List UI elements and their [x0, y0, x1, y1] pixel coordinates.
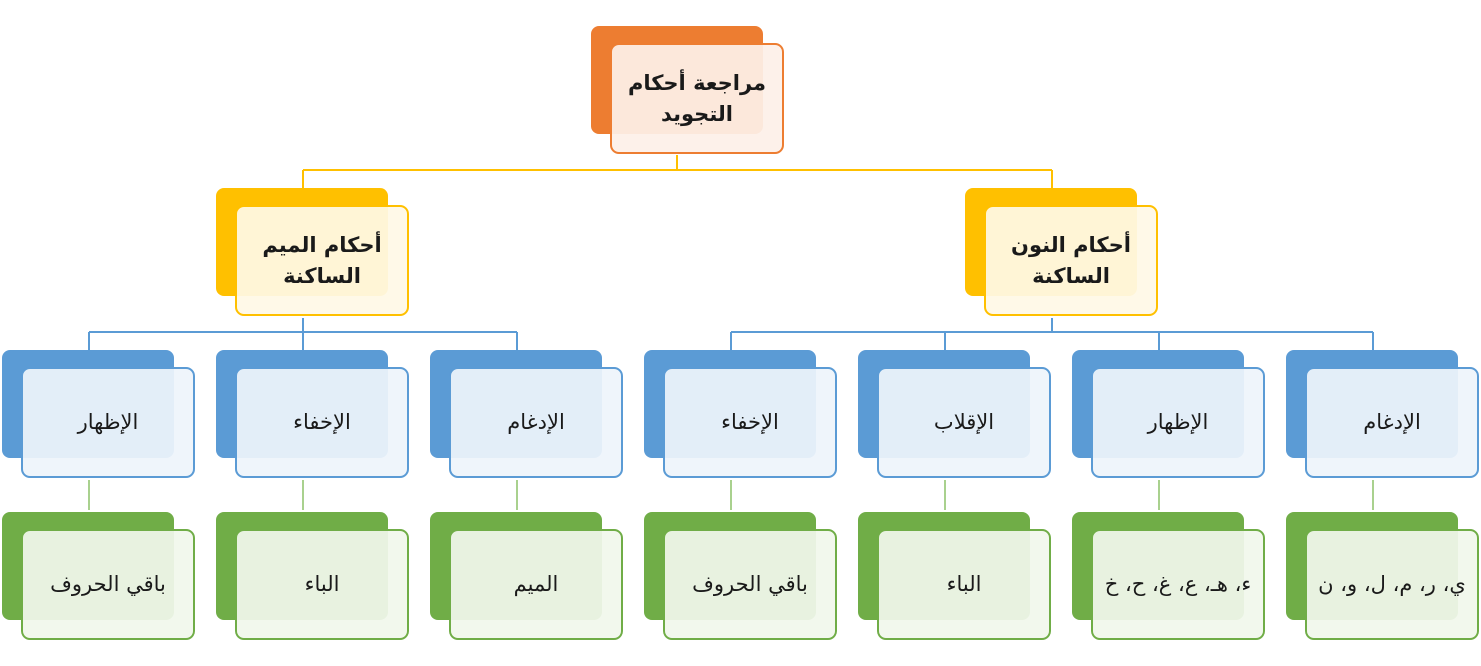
rule-label: الإظهار [77, 410, 139, 434]
connector-noon [730, 318, 1374, 350]
letters-label: ء، هـ، ع، غ، ح، خ [1104, 572, 1252, 596]
letters-node-meem-idgham: الميم [430, 512, 624, 642]
connector-letters [88, 480, 1374, 510]
letters-node-noon-iqlab: الباء [858, 512, 1052, 642]
rule-label: الإدغام [507, 410, 565, 434]
rule-node-noon-izhar: الإظهار [1072, 350, 1266, 480]
rule-label: الإظهار [1147, 410, 1209, 434]
letters-label: الباء [946, 572, 982, 596]
letters-label: باقي الحروف [692, 572, 808, 596]
category-node-meem: أحكام الميم الساكنة [216, 188, 410, 318]
letters-label: ي، ر، م، ل، و، ن [1318, 572, 1466, 596]
category-title-meem: أحكام الميم الساكنة [262, 232, 382, 288]
letters-node-meem-ikhfa: الباء [216, 512, 410, 642]
letters-node-noon-idgham: ي، ر، م، ل، و، ن [1286, 512, 1480, 642]
letters-node-noon-izhar: ء، هـ، ع، غ، ح، خ [1072, 512, 1266, 642]
connector-root [302, 155, 1053, 188]
root-node: مراجعة أحكام التجويد [591, 26, 785, 156]
rule-node-noon-iqlab: الإقلاب [858, 350, 1052, 480]
letters-label: باقي الحروف [50, 572, 166, 596]
letters-node-noon-ikhfa: باقي الحروف [644, 512, 838, 642]
rule-node-noon-ikhfa: الإخفاء [644, 350, 838, 480]
rule-label: الإدغام [1363, 410, 1421, 434]
rule-label: الإخفاء [293, 410, 351, 434]
root-title: مراجعة أحكام التجويد [627, 70, 767, 126]
rule-node-meem-ikhfa: الإخفاء [216, 350, 410, 480]
connector-meem [88, 318, 518, 350]
rule-node-meem-izhar: الإظهار [2, 350, 196, 480]
letters-label: الميم [513, 572, 559, 596]
letters-node-meem-izhar: باقي الحروف [2, 512, 196, 642]
letters-label: الباء [304, 572, 340, 596]
rule-label: الإخفاء [721, 410, 779, 434]
category-title-noon: أحكام النون الساكنة [1011, 232, 1131, 288]
rule-node-meem-idgham: الإدغام [430, 350, 624, 480]
category-node-noon: أحكام النون الساكنة [965, 188, 1159, 318]
rule-label: الإقلاب [933, 410, 995, 434]
rule-node-noon-idgham: الإدغام [1286, 350, 1480, 480]
